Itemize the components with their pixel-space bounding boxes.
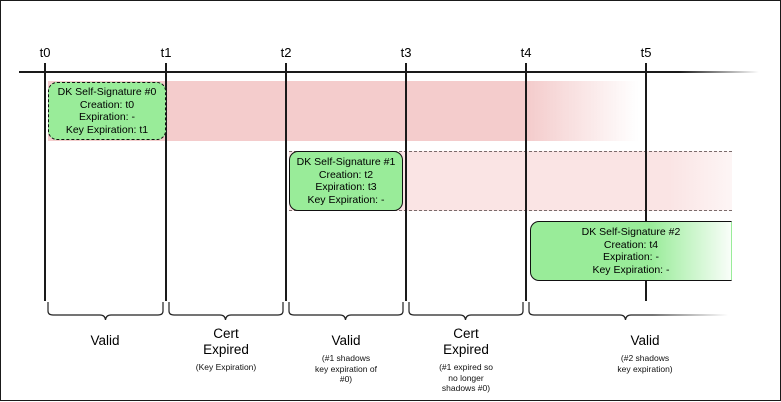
tick-label-t4: t4 (520, 45, 532, 60)
tick-label-t2: t2 (280, 45, 292, 60)
signature-title-1: DK Self-Signature #1 (296, 156, 396, 168)
tick-label-t3: t3 (400, 45, 412, 60)
segment-label-t1-t2: Cert Expired (Key Expiration) (167, 326, 285, 373)
signature-expiration-1: Expiration: t3 (315, 181, 377, 193)
signature-creation-2: Creation: t4 (603, 238, 659, 251)
signature-creation-0: Creation: t0 (79, 98, 135, 111)
timeline-axis (19, 71, 759, 73)
segment-note-t4-end: (#2 shadows key expiration) (617, 353, 673, 374)
brace-segment-t3-t4 (408, 302, 524, 321)
segment-label-t4-end: Valid (#2 shadows key expiration) (575, 333, 715, 374)
segment-label-t3-t4: Cert Expired (#1 expired so no longer sh… (407, 326, 525, 394)
tick-line-t2 (285, 63, 287, 301)
signature-creation-1: Creation: t2 (318, 168, 374, 181)
segment-title-t1-t2: Cert Expired (203, 326, 249, 357)
tick-line-t1 (165, 63, 167, 301)
signature-box-1[interactable]: DK Self-Signature #1 Creation: t2 Expira… (289, 151, 403, 211)
signature-key-expiration-0: Key Expiration: t1 (65, 123, 149, 136)
tick-label-t1: t1 (160, 45, 172, 60)
tick-line-t4 (525, 63, 527, 301)
brace-segment-t0-t1 (47, 302, 164, 321)
segment-title-t4-end: Valid (630, 333, 660, 348)
segment-title-t0-t1: Valid (90, 333, 120, 348)
segment-title-t3-t4: Cert Expired (443, 326, 489, 357)
brace-segment-t4-end (528, 302, 733, 321)
segment-label-t0-t1: Valid (46, 333, 164, 353)
tick-label-t0: t0 (39, 45, 51, 60)
segment-note-t3-t4: (#1 expired so no longer shadows #0) (439, 362, 493, 393)
tick-line-t5 (645, 63, 647, 301)
brace-segment-t1-t2 (168, 302, 284, 321)
signature-box-0[interactable]: DK Self-Signature #0 Creation: t0 Expira… (48, 82, 166, 140)
signature-expiration-0: Expiration: - (78, 111, 136, 123)
brace-segment-t2-t3 (288, 302, 404, 321)
segment-title-t2-t3: Valid (331, 333, 361, 348)
tick-line-t0 (44, 63, 46, 301)
signature-title-0: DK Self-Signature #0 (57, 86, 157, 98)
signature-key-expiration-1: Key Expiration: - (307, 193, 385, 206)
signature-expiration-2: Expiration: - (602, 251, 660, 263)
segment-label-t2-t3: Valid (#1 shadows key expiration of #0) (287, 333, 405, 385)
signature-key-expiration-2: Key Expiration: - (592, 263, 670, 276)
tick-line-t3 (405, 63, 407, 301)
signature-title-2: DK Self-Signature #2 (581, 226, 681, 238)
segment-note-t2-t3: (#1 shadows key expiration of #0) (315, 353, 377, 384)
segment-note-t1-t2: (Key Expiration) (195, 362, 257, 372)
tick-label-t5: t5 (640, 45, 652, 60)
signature-box-2[interactable]: DK Self-Signature #2 Creation: t4 Expira… (530, 221, 732, 281)
